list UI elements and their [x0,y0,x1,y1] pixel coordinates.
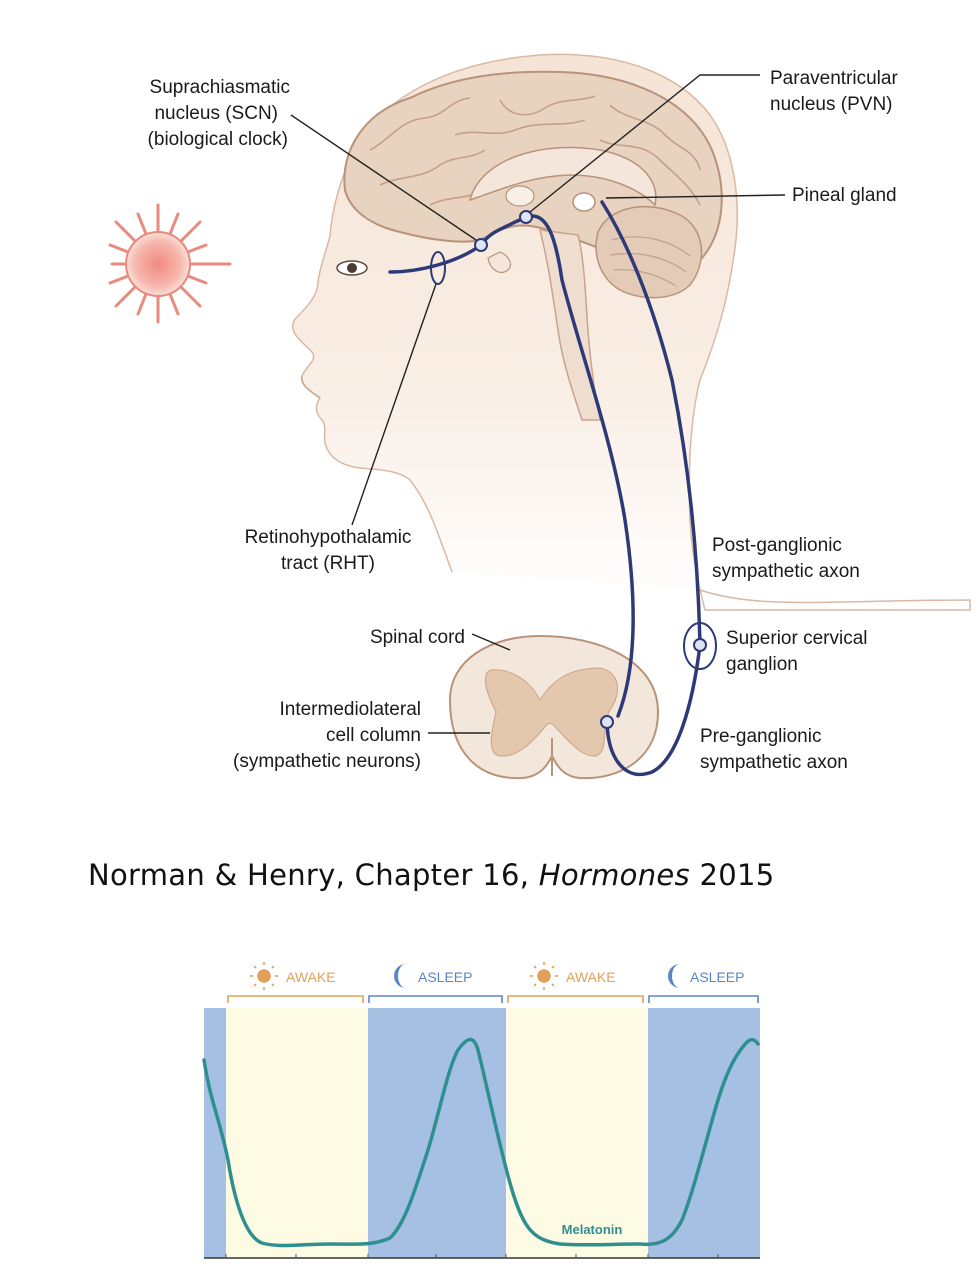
pineal-gland-shape [572,192,596,212]
state-awake-2: AWAKE [530,962,616,990]
state-asleep-1: ASLEEP [394,964,472,988]
brain [343,70,723,421]
label-rht-2: tract (RHT) [281,553,375,574]
pvn-node [519,210,533,224]
scn-node [474,238,488,252]
state-awake-1: AWAKE [250,962,336,990]
neural-pathway [388,200,702,777]
state-brackets [227,995,759,1003]
label-pvn-2: nucleus (PVN) [770,94,893,115]
rht-ring [430,251,446,285]
sun-icon [530,962,558,990]
moon-icon [668,964,680,988]
caption-year: 2015 [689,858,775,892]
spinal-cord-section [448,634,660,780]
state-asleep-2: ASLEEP [668,964,744,988]
asleep-band-0 [204,1008,226,1258]
label-post-1: Post-ganglionic [712,535,842,556]
x-ticks [225,1254,719,1258]
state-label: AWAKE [566,969,616,985]
sun-icon [250,962,278,990]
diagram-labels-center: Retinohypothalamic tract (RHT) [245,527,412,574]
label-spinal: Spinal cord [370,627,465,648]
diagram-labels-right: Paraventricular nucleus (PVN) Pineal gla… [700,68,898,773]
awake-band-1 [226,1008,368,1258]
state-label: ASLEEP [690,969,744,985]
label-iml-2: cell column [326,725,421,746]
asleep-band-1 [368,1008,506,1258]
sun-icon [108,203,232,324]
label-pre-2: sympathetic axon [700,752,848,773]
label-scn-1: Suprachiasmatic [150,77,290,98]
pathway-nodes [474,210,707,729]
diagram-labels: Suprachiasmatic nucleus (SCN) (biologica… [148,77,290,150]
figure-caption: Norman & Henry, Chapter 16, Hormones 201… [88,858,774,892]
state-label: AWAKE [286,969,336,985]
label-rht-1: Retinohypothalamic [245,527,412,548]
label-post-2: sympathetic axon [712,561,860,582]
label-scg-1: Superior cervical [726,628,868,649]
label-scn-3: (biological clock) [148,129,288,150]
iml-node [600,715,614,729]
caption-italic: Hormones [538,858,690,892]
scg-node [693,638,707,652]
caption-text: Norman & Henry, Chapter 16, [88,858,539,892]
awake-band-2 [506,1008,648,1258]
melatonin-label: Melatonin [562,1222,623,1237]
state-label: ASLEEP [418,969,472,985]
label-pre-1: Pre-ganglionic [700,726,821,747]
melatonin-chart: AWAKE ASLEEP AWAKE ASLEEP Melatonin [202,962,760,1259]
diagram-labels-spinal: Spinal cord Intermediolateral cell colum… [233,627,465,772]
label-iml-1: Intermediolateral [279,699,421,720]
label-iml-3: (sympathetic neurons) [233,751,421,772]
leader-lines [290,74,786,734]
melatonin-curve [202,1037,760,1248]
label-pvn-1: Paraventricular [770,68,898,89]
moon-icon [394,964,406,988]
label-scn-2: nucleus (SCN) [154,103,278,124]
label-scg-2: ganglion [726,654,798,675]
label-pineal: Pineal gland [792,185,897,206]
scg-ring [683,622,717,670]
